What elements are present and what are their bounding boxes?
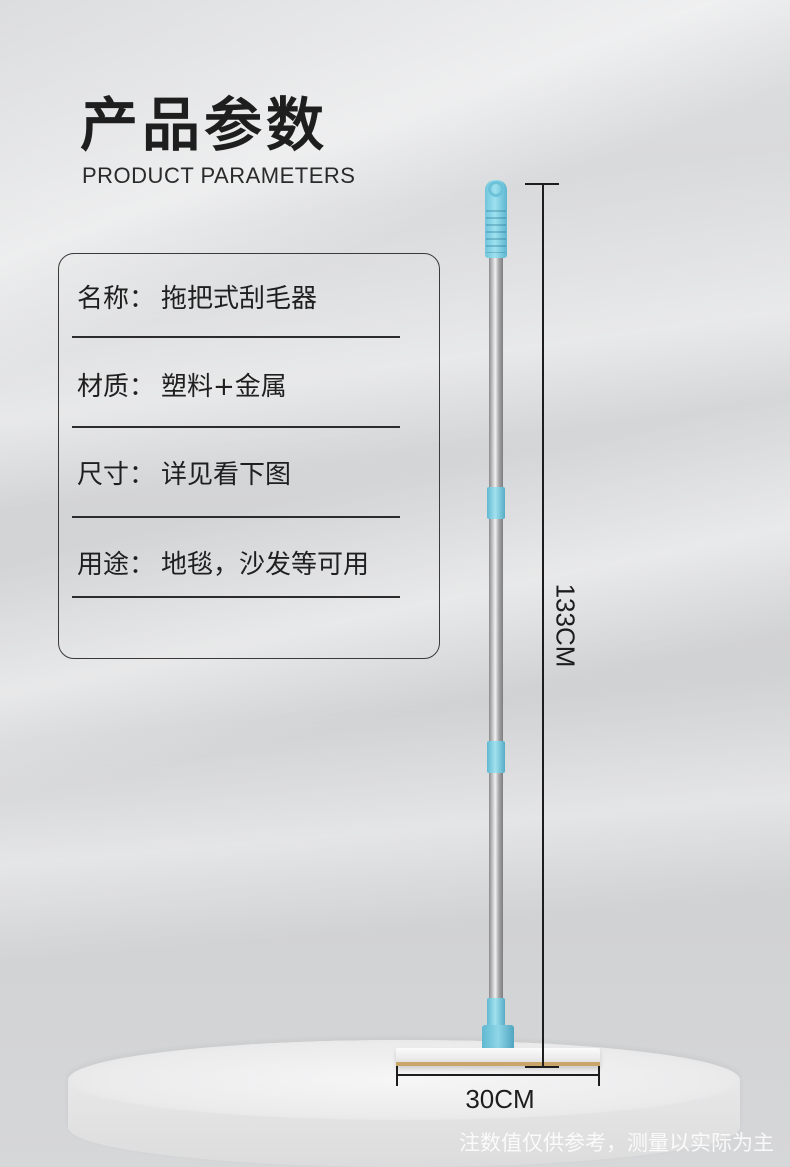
mop-handle-grip — [485, 180, 507, 258]
page-subtitle: PRODUCT PARAMETERS — [82, 163, 356, 188]
pole-lock-collar — [487, 487, 505, 519]
param-label: 用途： — [77, 550, 156, 580]
pole-lock-collar — [487, 998, 505, 1028]
param-row-material: 材质：塑料+金属 — [77, 374, 399, 400]
dimension-tick — [598, 1066, 600, 1086]
divider — [72, 596, 400, 598]
height-label: 133CM — [550, 583, 581, 668]
dimension-tick — [396, 1066, 398, 1086]
parameters-card: 名称：拖把式刮毛器 材质：塑料+金属 尺寸：详见看下图 用途：地毯，沙发等可用 — [58, 253, 440, 659]
grip-texture — [486, 205, 506, 253]
page-title: 产品参数 — [80, 91, 329, 159]
width-label: 30CM — [465, 1084, 535, 1114]
disclaimer-note: 注数值仅供参考，测量以实际为主 — [459, 1131, 774, 1155]
width-dimension-line — [396, 1074, 600, 1076]
divider — [72, 516, 400, 518]
param-value: 详见看下图 — [161, 460, 292, 490]
param-row-usage: 用途：地毯，沙发等可用 — [77, 552, 399, 578]
pole-lock-collar — [487, 741, 505, 773]
param-label: 名称： — [77, 284, 156, 314]
dimension-tick — [525, 1066, 559, 1068]
param-label: 材质： — [77, 372, 156, 402]
mop-head-strip — [396, 1062, 600, 1066]
param-row-name: 名称：拖把式刮毛器 — [77, 286, 399, 312]
param-row-size: 尺寸：详见看下图 — [77, 462, 399, 488]
divider — [72, 426, 400, 428]
mop-head — [396, 1048, 600, 1066]
param-value: 地毯，沙发等可用 — [161, 550, 370, 580]
dimension-tick — [525, 183, 559, 185]
param-label: 尺寸： — [77, 460, 156, 490]
mop-pole — [489, 258, 503, 998]
height-dimension-line — [542, 183, 544, 1067]
divider — [72, 336, 400, 338]
param-value: 塑料+金属 — [161, 372, 287, 402]
hanging-loop-icon — [488, 181, 504, 197]
param-value: 拖把式刮毛器 — [161, 284, 318, 314]
